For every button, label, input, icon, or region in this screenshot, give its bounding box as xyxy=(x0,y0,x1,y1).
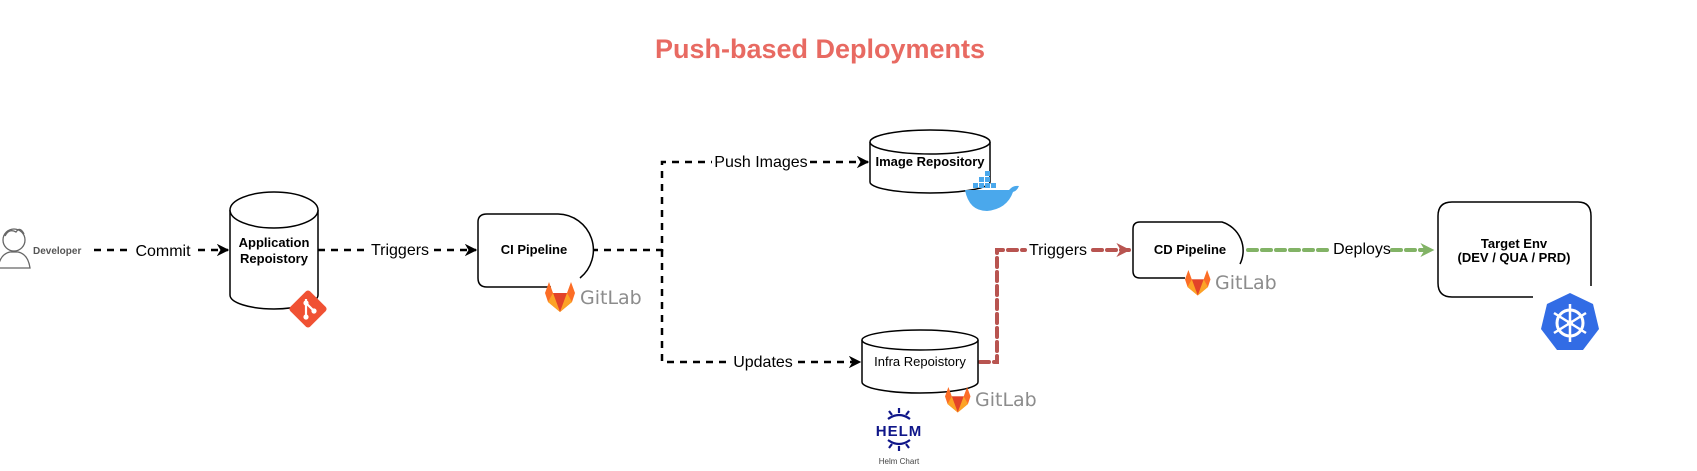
app-repo-label-line2: Repoistory xyxy=(240,251,309,266)
user-icon xyxy=(0,228,31,269)
node-cd-pipeline[interactable]: CD Pipeline GitLab xyxy=(1132,221,1277,296)
node-developer[interactable]: Developer xyxy=(0,228,81,269)
edge-deploys: Deploys xyxy=(1246,241,1435,258)
edge-triggers-cd: Triggers xyxy=(978,242,1131,364)
helm-logo-text: HELM xyxy=(876,423,923,440)
edge-deploys-label: Deploys xyxy=(1333,241,1391,258)
docker-icon xyxy=(965,171,1019,211)
node-image-repository[interactable]: Image Repository xyxy=(869,129,1019,211)
helm-caption: Helm Chart xyxy=(879,457,920,466)
infra-repo-body xyxy=(861,340,979,394)
infra-repo-top xyxy=(861,329,979,351)
git-icon xyxy=(289,290,327,328)
edge-updates-label: Updates xyxy=(733,354,793,371)
cd-pipeline-label: CD Pipeline xyxy=(1154,242,1226,257)
helm-icon xyxy=(887,408,911,451)
edge-updates-line-a xyxy=(660,250,730,364)
app-repo-label-line1: Application xyxy=(239,235,310,250)
edge-triggers-cd-line-a xyxy=(978,248,1027,364)
node-application-repository[interactable]: Application Repoistory xyxy=(229,191,328,329)
app-repo-top xyxy=(229,191,319,229)
gitlab-icon xyxy=(1185,270,1211,296)
diagram-title: Push-based Deployments xyxy=(655,34,985,64)
gitlab-icon xyxy=(545,282,575,312)
ci-pipeline-label: CI Pipeline xyxy=(501,242,567,257)
edge-push-images-label: Push Images xyxy=(714,154,807,171)
edge-triggers-ci: Triggers xyxy=(318,242,478,259)
developer-label: Developer xyxy=(33,246,81,257)
ci-pipeline-shape xyxy=(477,213,595,288)
node-infra-repository[interactable]: Infra Repoistory GitLab xyxy=(861,329,1037,413)
target-env-label-line2: (DEV / QUA / PRD) xyxy=(1458,250,1571,265)
node-helm: HELM Helm Chart xyxy=(876,408,923,466)
image-repo-top xyxy=(869,129,991,155)
edge-push-images: Push Images xyxy=(591,154,870,252)
infra-repo-label: Infra Repoistory xyxy=(874,354,966,369)
kubernetes-icon xyxy=(1541,293,1599,350)
ci-gitlab-text: GitLab xyxy=(580,287,642,309)
cd-pipeline-shape xyxy=(1132,221,1244,279)
infra-gitlab-text: GitLab xyxy=(975,389,1037,411)
edge-triggers-cd-label: Triggers xyxy=(1029,242,1087,259)
edge-triggers-ci-label: Triggers xyxy=(371,242,429,259)
cd-gitlab-text: GitLab xyxy=(1215,272,1277,294)
edge-updates: Updates xyxy=(660,250,862,371)
edge-push-images-line-a xyxy=(591,160,712,252)
gitlab-icon xyxy=(945,387,971,413)
image-repo-label: Image Repository xyxy=(875,154,985,169)
node-ci-pipeline[interactable]: CI Pipeline GitLab xyxy=(477,213,642,312)
target-env-label-line1: Target Env xyxy=(1481,236,1548,251)
edge-commit-label: Commit xyxy=(135,243,191,260)
node-target-env[interactable]: Target Env (DEV / QUA / PRD) xyxy=(1437,201,1599,350)
target-env-shape xyxy=(1437,201,1592,298)
edge-commit: Commit xyxy=(94,243,230,260)
